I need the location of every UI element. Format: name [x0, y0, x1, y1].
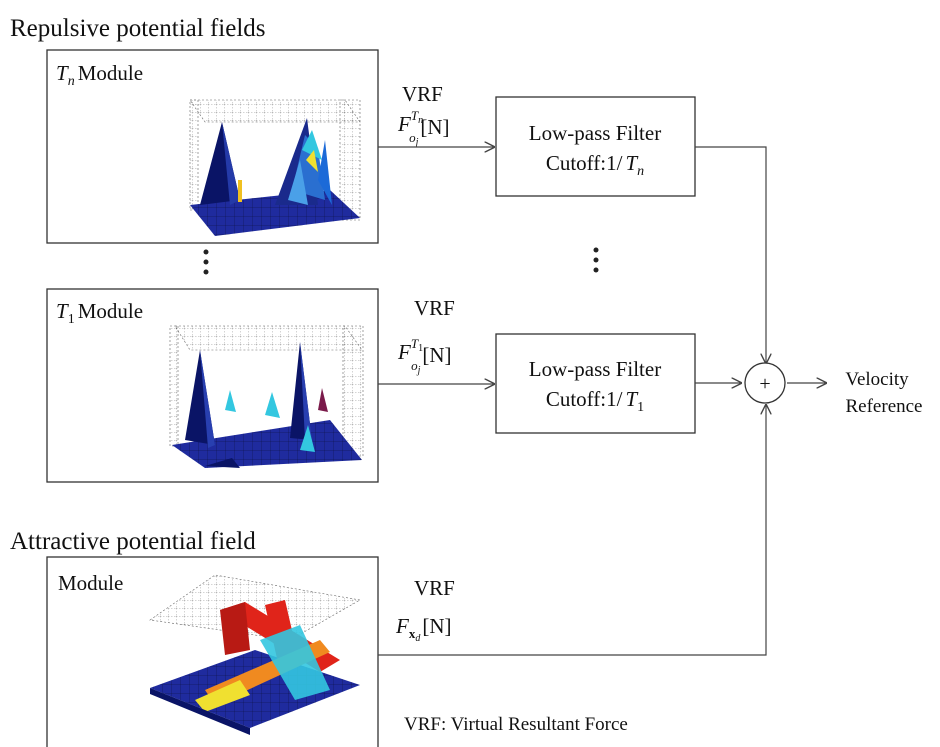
attractive-heading: Attractive potential field	[10, 528, 256, 555]
tn-filter-box	[495, 96, 696, 197]
tn-surface-plot	[189, 99, 361, 236]
tn-filter-cutoff: Cutoff:1/Tn	[546, 151, 644, 179]
attractive-vrf-label: VRF	[414, 576, 455, 600]
tn-filter-to-sum-wire	[695, 146, 766, 363]
summing-junction: +	[744, 362, 786, 404]
t1-filter-cutoff: Cutoff:1/T1	[546, 387, 644, 415]
t1-vrf-label: VRF	[414, 296, 455, 320]
summing-symbol: +	[759, 373, 770, 395]
t1-lowpass-filter: Low-pass Filter Cutoff:1/T1	[495, 333, 696, 434]
tn-vrf-label: VRF	[402, 82, 443, 106]
attractive-force-label: Fxd[N]	[395, 614, 451, 644]
tn-filter-title: Low-pass Filter	[529, 121, 661, 145]
output-label-line1: Velocity	[845, 369, 909, 390]
attractive-module-title: Module	[58, 571, 123, 595]
vrf-definition-note: VRF: Virtual Resultant Force	[404, 714, 628, 735]
filter-ellipsis	[593, 247, 599, 273]
t1-filter-title: Low-pass Filter	[529, 357, 661, 381]
t1-filter-box	[495, 333, 696, 434]
tn-lowpass-filter: Low-pass Filter Cutoff:1/Tn	[495, 96, 696, 197]
module-ellipsis	[203, 249, 209, 275]
t1-surface-plot	[169, 325, 364, 468]
attractive-to-sum-wire	[378, 405, 766, 656]
attractive-module: Module	[46, 556, 379, 747]
attractive-surface-plot	[149, 574, 361, 735]
repulsive-heading: Repulsive potential fields	[10, 15, 266, 42]
output-label-line2: Reference	[846, 396, 923, 417]
